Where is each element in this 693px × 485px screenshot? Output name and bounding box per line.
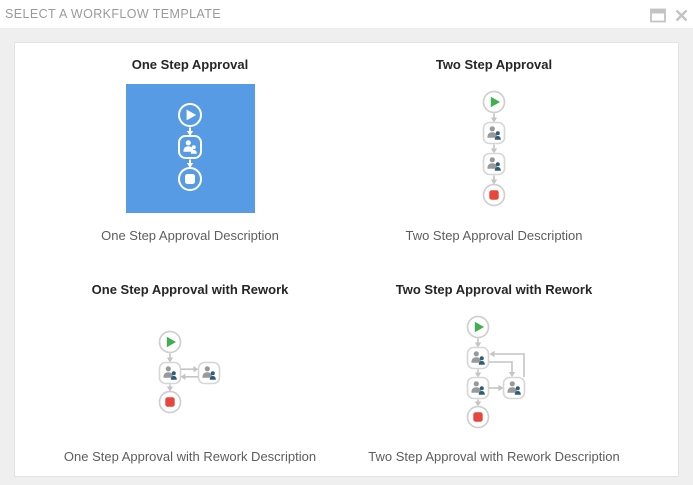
dialog-title: SELECT A WORKFLOW TEMPLATE [5, 7, 222, 21]
template-title: One Step Approval with Rework [91, 282, 289, 297]
approval-step-icon [484, 154, 505, 175]
template-description: One Step Approval Description [101, 228, 279, 243]
approval-step-icon [160, 363, 181, 384]
template-card-two-step-approval-with-rework[interactable]: Two Step Approval with Rework Two Step A… [344, 282, 644, 482]
start-icon [178, 102, 202, 127]
start-icon [482, 90, 506, 114]
workflow-diagram [178, 102, 202, 191]
close-button[interactable] [674, 8, 692, 24]
connector-arrow [493, 353, 525, 377]
selected-template-highlight [125, 84, 255, 213]
connector-arrow [489, 361, 513, 373]
workflow-diagram [466, 315, 550, 429]
rework-step-icon [199, 363, 220, 384]
window-maximize-icon [650, 8, 666, 23]
workflow-diagram [158, 330, 239, 414]
approval-step-icon [179, 136, 201, 158]
template-card-one-step-approval[interactable]: One Step Approval One Step Approval Desc… [40, 57, 340, 257]
template-title: Two Step Approval with Rework [395, 282, 593, 297]
start-icon [158, 330, 182, 354]
template-card-one-step-approval-with-rework[interactable]: One Step Approval with Rework One Step A… [40, 282, 340, 482]
end-icon [482, 183, 506, 207]
template-description: One Step Approval with Rework Descriptio… [63, 449, 317, 464]
templates-panel: One Step Approval One Step Approval Desc… [14, 42, 679, 477]
end-icon [466, 405, 490, 429]
template-card-two-step-approval[interactable]: Two Step Approval Two Step Approval Desc… [344, 57, 644, 257]
rework-step-icon [504, 378, 525, 399]
template-description: Two Step Approval with Rework Descriptio… [368, 449, 620, 464]
template-description: Two Step Approval Description [405, 228, 583, 243]
workflow-diagram [482, 90, 506, 207]
start-icon [466, 315, 490, 339]
dialog-header: SELECT A WORKFLOW TEMPLATE [0, 0, 693, 28]
template-title: One Step Approval [131, 57, 249, 72]
approval-step-icon [468, 378, 489, 399]
maximize-button[interactable] [650, 8, 668, 24]
approval-step-icon [484, 123, 505, 144]
end-icon [178, 166, 202, 191]
approval-step-icon [468, 348, 489, 369]
close-icon [675, 9, 688, 22]
end-icon [158, 390, 182, 414]
template-title: Two Step Approval [435, 57, 553, 72]
